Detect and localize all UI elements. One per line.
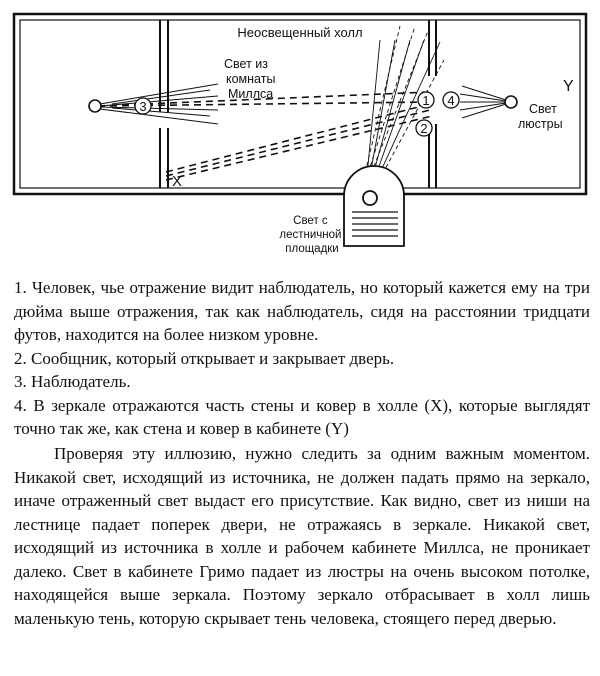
svg-text:3: 3 (139, 99, 146, 114)
chandelier-point (504, 95, 518, 109)
body-text: Проверяя эту иллюзию, нужно следить за о… (14, 442, 590, 630)
legend-item-1: 1. Человек, чье отражение видит наблюдат… (14, 278, 590, 344)
hall-label: Неосвещенный холл (237, 25, 362, 40)
observer-point (88, 99, 102, 113)
mills-light-label: Свет из комнаты Миллса (224, 57, 279, 101)
marker-3: 3 (134, 97, 152, 115)
legend-item-3: 3. Наблюдатель. (14, 372, 131, 391)
svg-text:1: 1 (422, 93, 429, 108)
marker-1: 1 (417, 91, 435, 109)
marker-4: 4 (442, 91, 460, 109)
mills-light-rays (99, 83, 219, 125)
stair-light-label: Свет с лестничной площадки (279, 215, 344, 255)
marker-2: 2 (415, 119, 433, 137)
building-walls (12, 12, 588, 196)
mark-y: Y (563, 78, 574, 95)
svg-text:4: 4 (447, 93, 454, 108)
stair-light-beam (361, 25, 445, 187)
legend-item-4: 4. В зеркале отражаются часть стены и ко… (14, 395, 590, 439)
chandelier-light-rays (459, 85, 507, 119)
svg-text:2: 2 (420, 121, 427, 136)
legend: 1. Человек, чье отражение видит наблюдат… (14, 276, 590, 441)
stair-light-point (362, 190, 378, 206)
body-paragraph: Проверяя эту иллюзию, нужно следить за о… (14, 444, 590, 628)
chandelier-label: Свет люстры (518, 102, 563, 131)
legend-item-2: 2. Сообщник, который открывает и закрыва… (14, 348, 395, 368)
partition-walls (159, 20, 437, 188)
floor-plan-diagram: 3 1 4 2 Неосвещенный холл Свет из комнат… (12, 12, 588, 255)
stair-landing (343, 165, 405, 247)
mark-x: X (172, 173, 182, 190)
